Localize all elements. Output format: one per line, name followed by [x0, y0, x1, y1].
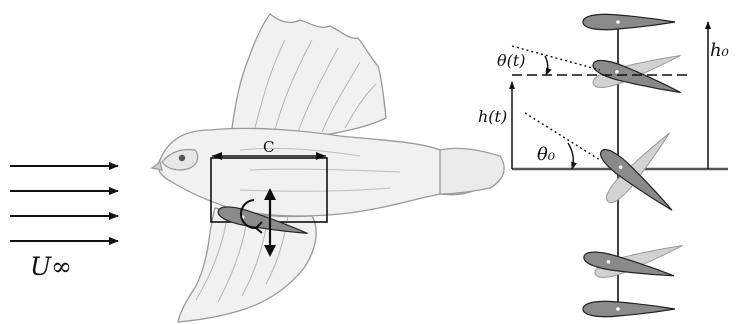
airfoil-bottom	[582, 300, 676, 318]
falcon-illustration	[150, 13, 505, 323]
airfoil-middle	[595, 144, 678, 217]
heave-double-arrow	[264, 188, 276, 257]
falcon-tail	[439, 147, 505, 195]
airfoil-upper	[590, 56, 684, 101]
h-0-label: h₀	[710, 40, 729, 61]
pitch-rotation-arrow	[239, 199, 263, 234]
theta-t-chord-dotted	[511, 45, 601, 71]
theta-0-arc	[567, 142, 577, 170]
freestream-arrows	[10, 162, 119, 245]
theta-t-label: θ(t)	[497, 51, 526, 70]
chord-label: C	[263, 138, 274, 156]
theta-0-label: θ₀	[537, 144, 555, 165]
airfoil-lower	[581, 248, 677, 284]
theta-t-arc	[544, 55, 552, 76]
falcon-upper-wing	[231, 13, 387, 140]
falcon-lower-wing	[177, 207, 317, 323]
airfoil-top	[582, 13, 676, 31]
freestream-label: U∞	[30, 252, 72, 281]
h-t-label: h(t)	[478, 107, 507, 126]
